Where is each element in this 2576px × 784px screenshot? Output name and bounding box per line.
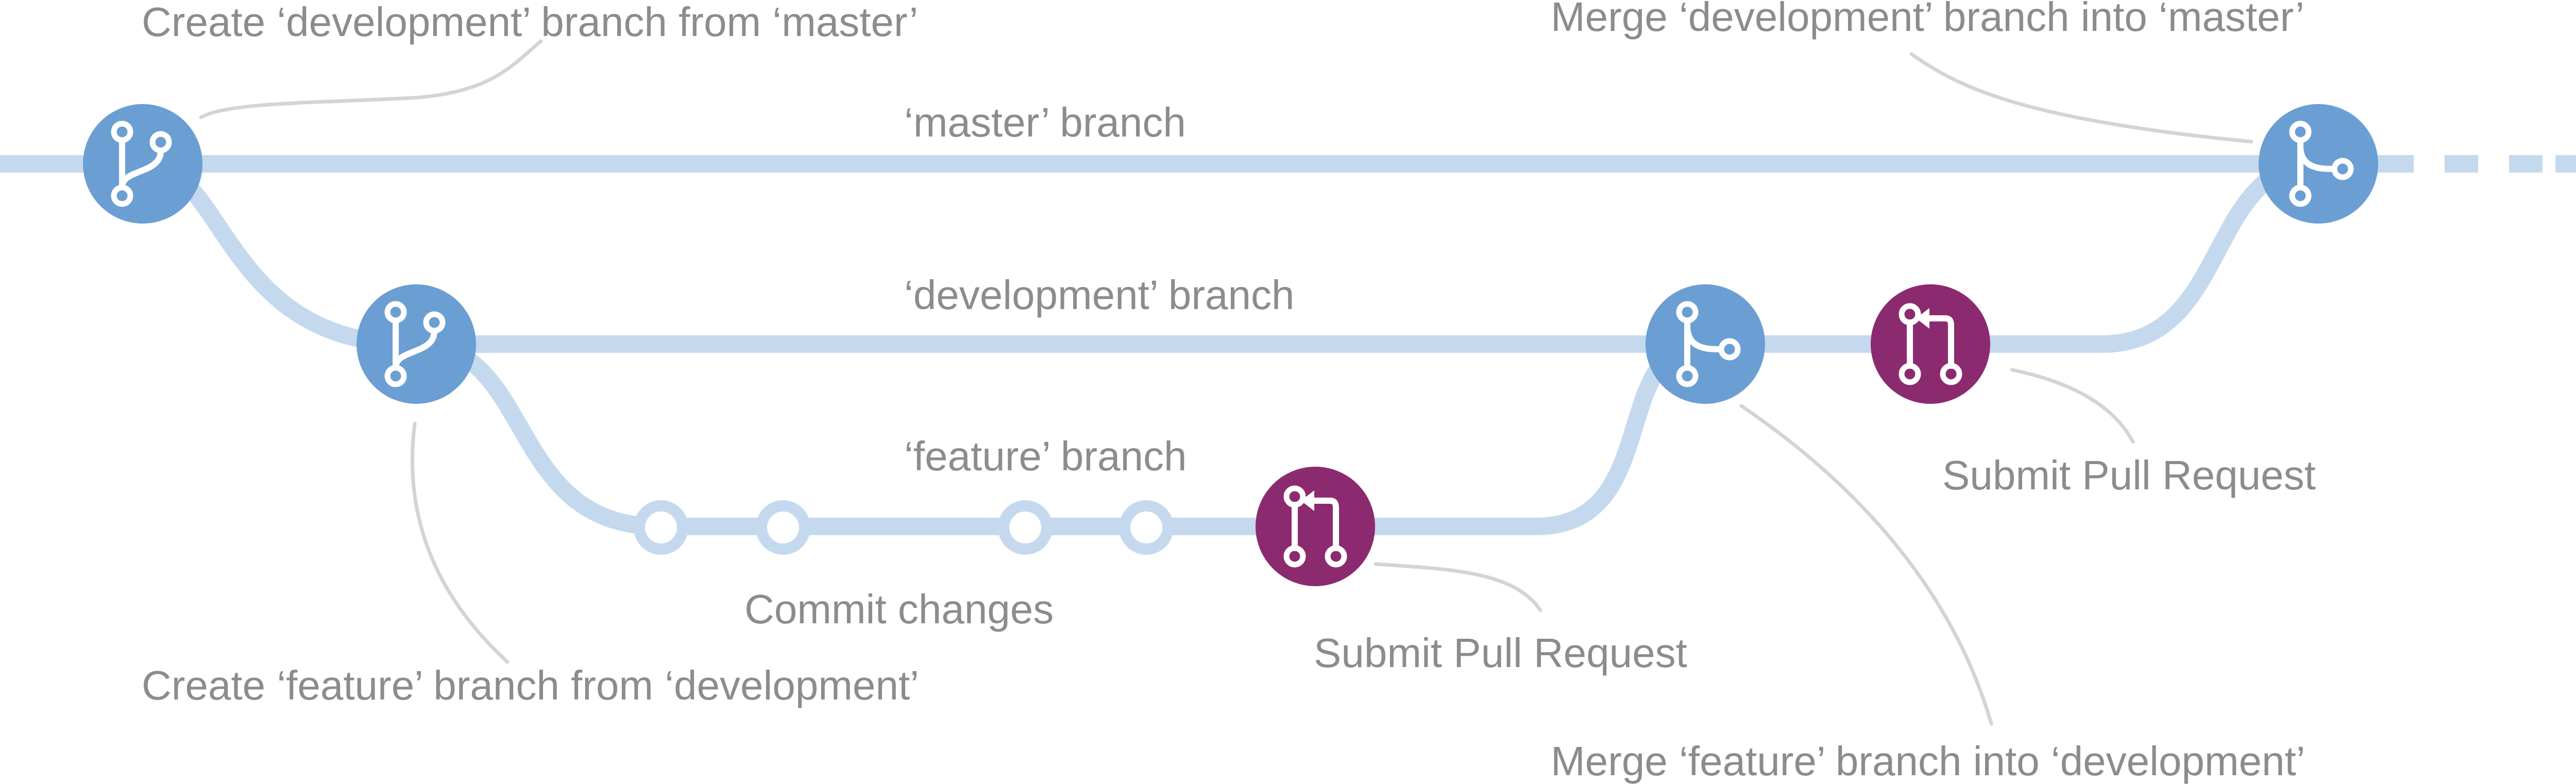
git-pull-request-icon — [1899, 303, 1962, 385]
commit-node — [756, 500, 810, 555]
merge-development-label: Merge ‘development’ branch into ‘master’ — [1551, 0, 2304, 40]
callout-create-development — [199, 39, 543, 120]
callout-create-feature — [410, 421, 510, 664]
commit-changes-label: Commit changes — [744, 586, 1054, 632]
git-merge-icon — [2289, 121, 2354, 207]
callout-lines — [199, 39, 2253, 726]
commit-node — [998, 500, 1053, 555]
git-merge-icon — [1676, 301, 1741, 387]
callout-submit-pr-feature — [1374, 562, 1543, 612]
create-feature-label: Create ‘feature’ branch from ‘developmen… — [142, 662, 919, 708]
callout-submit-pr-development — [2010, 368, 2135, 444]
commit-node — [1119, 500, 1174, 555]
create-development-label: Create ‘development’ branch from ‘master… — [142, 0, 918, 45]
pull-request-development-node — [1871, 284, 1990, 404]
merge-development-node — [2259, 104, 2378, 224]
create-feature-node — [357, 284, 476, 404]
feature-branch-label: ‘feature’ branch — [904, 433, 1187, 479]
merge-feature-node — [1646, 284, 1765, 404]
commit-markers — [634, 500, 1174, 555]
pull-request-feature-node — [1256, 467, 1375, 586]
labels: ‘master’ branch ‘development’ branch ‘fe… — [142, 0, 2316, 784]
merge-feature-label: Merge ‘feature’ branch into ‘development… — [1551, 738, 2306, 784]
git-branch-icon — [111, 121, 172, 207]
callout-merge-feature — [1739, 404, 1993, 726]
submit-pr-feature-label: Submit Pull Request — [1314, 630, 1687, 676]
create-development-node — [83, 104, 202, 224]
git-branch-icon — [384, 301, 446, 387]
submit-pr-development-label: Submit Pull Request — [1942, 452, 2316, 498]
master-branch-label: ‘master’ branch — [904, 99, 1186, 145]
git-pull-request-icon — [1283, 485, 1347, 568]
development-branch-label: ‘development’ branch — [904, 272, 1295, 318]
commit-node — [634, 500, 688, 555]
callout-merge-development — [1909, 52, 2253, 144]
